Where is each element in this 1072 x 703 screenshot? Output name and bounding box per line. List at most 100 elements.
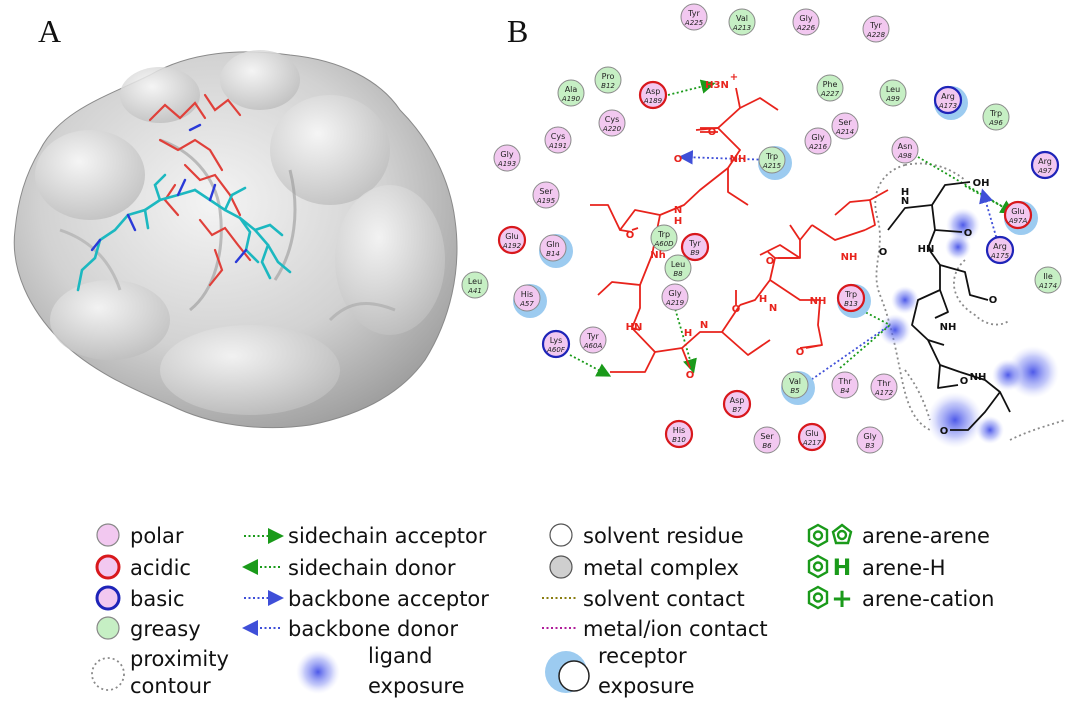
legend-solvent-residue-swatch [549, 523, 573, 547]
legend-sidechain-donor: sidechain donor [288, 556, 456, 580]
residue-circle [638, 80, 668, 110]
legend-receptor-2: exposure [598, 674, 695, 698]
residue-name: Cys [605, 115, 620, 124]
residue-name: Tyr [688, 239, 701, 248]
residue-circle [836, 283, 866, 313]
atom-n-3: N [769, 303, 777, 314]
residue-circle [461, 271, 489, 299]
residue-name: Cys [551, 132, 566, 141]
residue-id: B8 [673, 270, 683, 278]
residue-name: Phe [823, 80, 838, 89]
residue-name: Leu [671, 260, 685, 269]
residue-name: Pro [602, 72, 615, 81]
atom-h3n: H3N [705, 80, 729, 91]
legend-proximity-1: proximity [130, 647, 229, 671]
residue-name: Trp [844, 290, 857, 299]
residue-circle [870, 373, 898, 401]
residue-name: Gln [546, 240, 560, 249]
residue-name: Arg [941, 92, 955, 101]
legend-basic-swatch [95, 585, 121, 611]
residue-id: A214 [835, 128, 854, 136]
residue-name: His [673, 426, 685, 435]
legend-solvent-residue: solvent residue [583, 524, 744, 548]
residue-id: A60F [546, 346, 566, 354]
residue-name: Asn [898, 142, 913, 151]
residue-circle [661, 283, 689, 311]
residue-circle [598, 109, 626, 137]
ligand-sticks-cyan [76, 173, 292, 292]
legend-backbone-acceptor: backbone acceptor [288, 587, 489, 611]
residue-id: B10 [672, 436, 686, 444]
residue-id: A175 [990, 252, 1010, 260]
residue-name: Ile [1043, 272, 1053, 281]
residue-id: B5 [790, 387, 800, 395]
legend-ligand-exposure-swatch [296, 650, 340, 694]
residue-id: A215 [762, 162, 782, 170]
residue-circle [513, 284, 541, 312]
legend-arene-h: arene-H [862, 556, 946, 580]
atom-o-12: O [940, 426, 949, 437]
atom-o-11: O [960, 376, 969, 387]
legend-arene-arene-icon [807, 523, 853, 548]
legend-arene-h-glyph: H [833, 556, 851, 581]
residue-id: A174 [1038, 282, 1057, 290]
residue-circle [856, 426, 884, 454]
residue-name: Glu [805, 429, 819, 438]
ligand-atom-labels: H3N + O NH O N H O Nh HN H N O O H N NH … [626, 72, 998, 437]
atom-n-1: N [674, 205, 682, 216]
residue-name: Asp [646, 87, 661, 96]
residue-circle [891, 136, 919, 164]
residue-id: B13 [844, 300, 858, 308]
residue-circle [594, 66, 622, 94]
proximity-contour [874, 162, 1066, 441]
residue-id: A213 [732, 24, 751, 32]
residue-id: A98 [897, 152, 912, 160]
ligand-exposure-blobs [879, 208, 1059, 448]
residue-name: Trp [765, 152, 778, 161]
atom-o-10: O [989, 295, 998, 306]
legend-greasy: greasy [130, 617, 201, 641]
residue-circle [831, 371, 859, 399]
legend-arene-cation: arene-cation [862, 587, 994, 611]
residue-circle [879, 79, 907, 107]
atom-o-5: O [732, 304, 741, 315]
residue-id: B6 [762, 442, 772, 450]
atom-o-6: O [796, 347, 805, 358]
residue-id: A219 [665, 299, 685, 307]
residue-circle [804, 127, 832, 155]
legend-greasy-swatch [96, 616, 120, 640]
residue-id: A216 [808, 143, 828, 151]
residue-id: A192 [502, 242, 522, 250]
legend-arene-arene: arene-arene [862, 524, 990, 548]
residue-name: Thr [837, 377, 852, 386]
legend-ligand-2: exposure [368, 674, 465, 698]
residue-circle [933, 85, 963, 115]
residue-name: Leu [886, 85, 900, 94]
residue-name: Asp [730, 396, 745, 405]
residue-id: A220 [602, 125, 622, 133]
atom-h-4: H [901, 187, 909, 198]
residue-circle [1034, 266, 1062, 294]
residue-id: B12 [601, 82, 615, 90]
